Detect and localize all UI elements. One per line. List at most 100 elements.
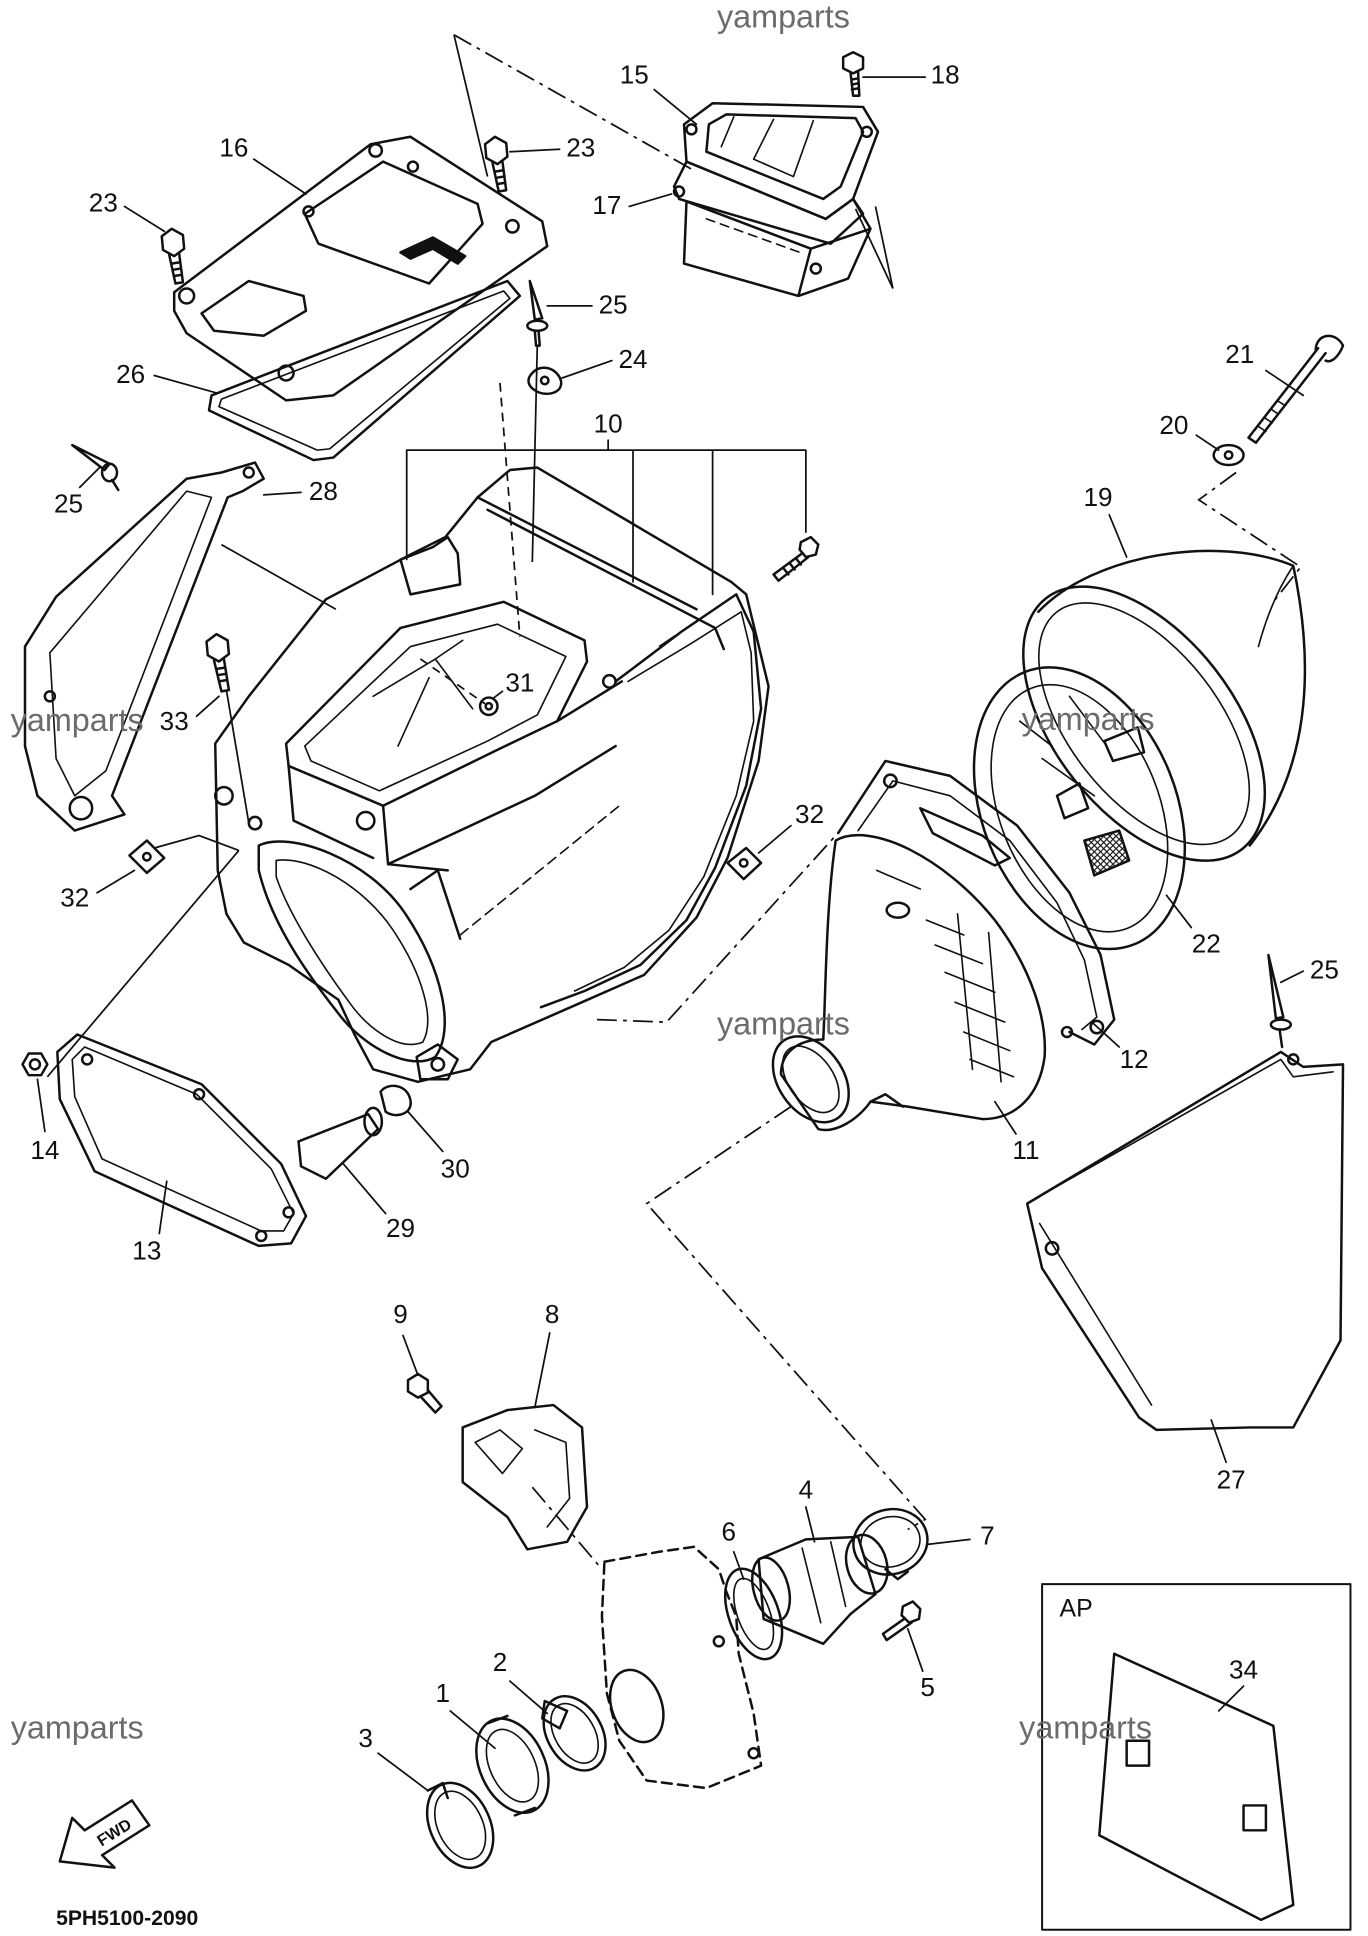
leader-4 bbox=[804, 1506, 816, 1543]
joint-body bbox=[757, 1535, 877, 1646]
airbox-side-opening bbox=[257, 840, 446, 1063]
leader-8 bbox=[533, 1332, 551, 1409]
part-13-side-gasket bbox=[56, 1033, 308, 1248]
assembly-line-filter-bolt bbox=[1197, 471, 1303, 603]
bracket-hole bbox=[242, 466, 256, 479]
watermark-bottom-left: yamparts bbox=[11, 1709, 144, 1745]
part-1-joint bbox=[475, 1714, 550, 1817]
part-25-pin-right bbox=[1267, 953, 1293, 1049]
clip-body bbox=[128, 839, 166, 875]
carburetor-outline bbox=[600, 1545, 763, 1790]
part-9-bolt bbox=[406, 1372, 443, 1414]
duct-seal bbox=[672, 160, 865, 245]
bolt-shaft bbox=[491, 160, 508, 193]
leader-19 bbox=[1108, 513, 1128, 558]
pin-point bbox=[1267, 953, 1285, 1020]
clip-body bbox=[726, 846, 763, 881]
leader-7 bbox=[926, 1538, 971, 1546]
assembly-line-16-to-box bbox=[453, 34, 489, 177]
part-29-drain-tube bbox=[297, 1106, 384, 1181]
leader-22 bbox=[1165, 894, 1193, 929]
callout-13: 13 bbox=[132, 1236, 161, 1266]
assembly-line-33 bbox=[225, 689, 250, 824]
cover-hole bbox=[177, 287, 196, 305]
assembly-line-32-left bbox=[154, 834, 240, 852]
callout-18: 18 bbox=[931, 59, 960, 89]
leader-21 bbox=[1265, 369, 1305, 397]
part-23-bolt-left bbox=[160, 227, 186, 285]
callout-17: 17 bbox=[592, 190, 621, 220]
cage-outer bbox=[972, 666, 1187, 951]
part-25-pin-left bbox=[70, 443, 120, 492]
part-31-washer bbox=[478, 696, 499, 717]
assembly-line-25-to-box bbox=[531, 345, 539, 563]
joint-ring bbox=[844, 1533, 889, 1595]
joint-bore bbox=[485, 1728, 540, 1803]
leader-24 bbox=[561, 359, 613, 379]
airbox-top-frame bbox=[284, 600, 589, 807]
part-5-bolt bbox=[881, 1600, 922, 1642]
part-22-filter-cage bbox=[972, 666, 1187, 951]
cover-hole bbox=[1287, 1053, 1300, 1066]
callout-29: 29 bbox=[386, 1213, 415, 1243]
washer-hole bbox=[1223, 450, 1234, 461]
filter-body-edge bbox=[1257, 564, 1295, 648]
part-28-side-bracket bbox=[23, 461, 265, 832]
cover-window bbox=[303, 160, 484, 285]
callout-27: 27 bbox=[1217, 1464, 1246, 1494]
bracket-outline bbox=[461, 1403, 589, 1551]
bolt-shaft bbox=[849, 70, 861, 97]
leader-34 bbox=[1217, 1685, 1245, 1712]
watermark-bottom-right: yamparts bbox=[1019, 1709, 1152, 1745]
callout-22: 22 bbox=[1192, 928, 1221, 958]
airbox-top-ribs bbox=[372, 639, 474, 747]
callout-25-top: 25 bbox=[599, 289, 628, 319]
grommet-hole bbox=[539, 375, 550, 386]
clamp-inner bbox=[550, 1702, 600, 1764]
tube-end bbox=[363, 1106, 384, 1137]
part-34-label-sheet bbox=[1098, 1652, 1295, 1922]
airbox-mount-hole bbox=[355, 810, 376, 831]
part-27-side-cover bbox=[1025, 1050, 1345, 1432]
callout-6: 6 bbox=[721, 1517, 736, 1547]
bolt-head bbox=[841, 50, 865, 75]
duct-grille bbox=[875, 869, 1015, 1083]
bolt-head bbox=[483, 135, 509, 166]
callout-16: 16 bbox=[219, 133, 248, 163]
leader-28 bbox=[262, 491, 302, 496]
callout-3: 3 bbox=[358, 1723, 373, 1753]
airbox-side-opening-inner bbox=[275, 859, 429, 1046]
callout-32-left: 32 bbox=[60, 882, 89, 912]
plate-slot bbox=[919, 806, 1012, 867]
part-6-gasket bbox=[723, 1567, 784, 1661]
tube-body bbox=[297, 1112, 380, 1181]
screw-shaft bbox=[212, 657, 231, 693]
part-32-clip-right bbox=[726, 846, 763, 881]
part-19-air-filter bbox=[1022, 549, 1307, 862]
pin-point bbox=[70, 443, 111, 472]
callout-33: 33 bbox=[160, 706, 189, 736]
gasket-inner bbox=[732, 1577, 775, 1651]
callout-21: 21 bbox=[1225, 339, 1254, 369]
gasket-inner bbox=[218, 290, 511, 451]
cage-bracket bbox=[1055, 726, 1146, 820]
clamp-inner bbox=[434, 1790, 487, 1861]
pin-stem bbox=[533, 329, 542, 347]
pin-head bbox=[526, 319, 549, 332]
forward-arrow-shape bbox=[58, 1799, 151, 1869]
part-16-cover-plate bbox=[172, 135, 549, 402]
clamp-screw bbox=[541, 1699, 569, 1730]
clamp-outer bbox=[425, 1781, 495, 1870]
callout-12: 12 bbox=[1120, 1044, 1149, 1074]
assembly-line-24-to-box bbox=[499, 382, 521, 637]
cover-tab bbox=[200, 279, 308, 337]
cover-edges bbox=[1038, 1058, 1334, 1406]
leader-14 bbox=[36, 1078, 46, 1133]
airbox-back-rim bbox=[476, 496, 726, 651]
assembly-line-15-to-16 bbox=[453, 34, 692, 170]
part-33-screw bbox=[205, 632, 231, 693]
gasket-outer bbox=[56, 1033, 308, 1248]
plate-stud bbox=[882, 773, 898, 789]
leader-31 bbox=[491, 690, 504, 700]
